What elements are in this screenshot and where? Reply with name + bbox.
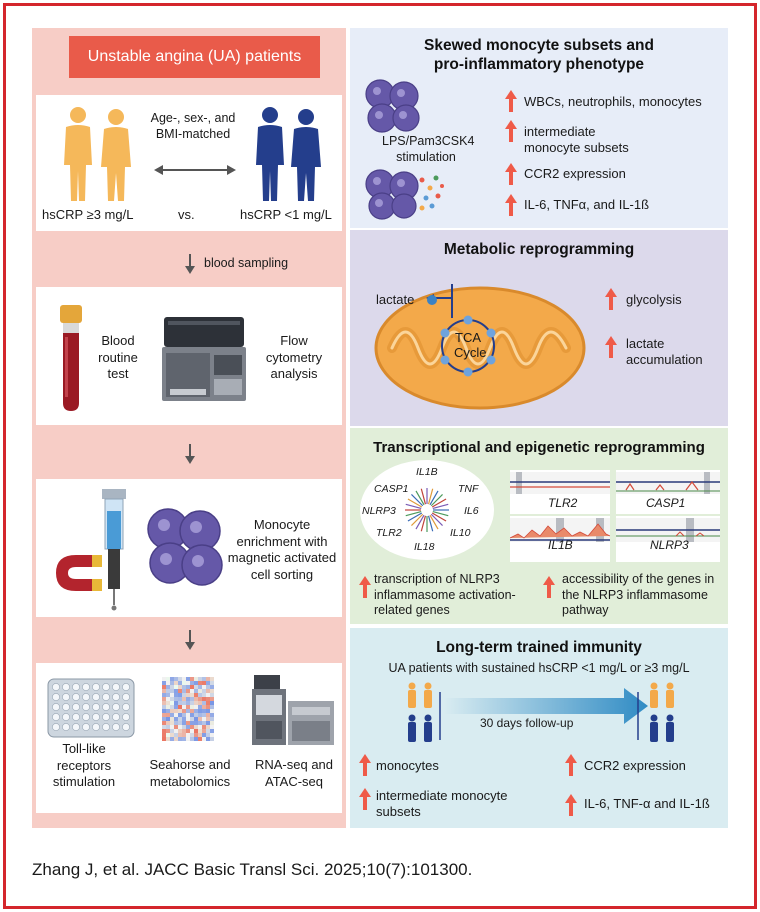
transcriptional-title: Transcriptional and epigenetic reprogram… [373,439,705,456]
trained-right-item-2: IL-6, TNF-α and IL-1ß [584,796,710,811]
gene-il1b: IL1B [416,466,438,478]
trained-right-item-1: CCR2 expression [584,758,686,773]
gene-tnf: TNF [458,483,479,495]
flow-cytometry-label: Flow cytometry analysis [265,333,323,381]
trained-immunity-subtitle: UA patients with sustained hsCRP <1 mg/L… [388,661,690,675]
gene-il10: IL10 [450,527,471,539]
blood-sampling-label: blood sampling [204,256,289,270]
matching-label: Age-, sex-, and BMI-matched [150,111,236,141]
increase-arrow-icon [358,754,372,776]
sequencing-label: RNA-seq and ATAC-seq [254,757,334,789]
low-crp-label: hsCRP <1 mg/L [240,207,332,222]
high-crp-patients-icon [64,107,131,201]
increase-arrow-icon [504,120,518,142]
followup-patients-right-icon [650,682,674,742]
metabolic-item-1: glycolysis [626,292,682,307]
trained-immunity-panel: Long-term trained immunity UA patients w… [350,628,728,828]
increase-arrow-icon [358,576,372,598]
skewed-monocytes-title: Skewed monocyte subsets and pro-inflamma… [424,37,654,73]
gene-tlr2: TLR2 [376,527,402,539]
increase-arrow-icon [604,336,618,358]
mitochondrion-icon [374,284,586,410]
followup-arrow-icon [439,688,648,740]
blood-routine-label: Blood routine test [98,333,138,381]
gene-il6: IL6 [464,505,479,517]
track-tlr2-box [510,470,610,514]
track-il1b-label: IL1B [548,538,573,552]
metabolic-title: Metabolic reprogramming [443,241,635,258]
ua-patients-header: Unstable angina (UA) patients [69,36,320,78]
versus-label: vs. [178,207,195,222]
heatmap-icon [162,677,214,741]
gene-casp1: CASP1 [374,483,409,495]
down-arrow-icon [184,444,196,464]
track-casp1-box [616,470,720,514]
enrichment-label: Monocyte enrichment with magnetic activa… [227,517,337,582]
accessibility-finding: accessibility of the genes in the NLRP3 … [562,572,715,617]
enrichment-card: Monocyte enrichment with magnetic activa… [36,479,342,617]
magnet-column-icon [56,489,126,611]
trained-left-item-2: intermediate monocyte subsets [376,788,508,819]
increase-arrow-icon [504,90,518,112]
increase-arrow-icon [358,788,372,810]
increase-arrow-icon [504,163,518,185]
increase-arrow-icon [564,754,578,776]
down-arrow-icon [184,630,196,650]
increase-arrow-icon [604,288,618,310]
well-plate-icon [47,678,135,738]
assays-card: Toll-like receptors stimulation Seahorse… [36,663,342,813]
flow-cytometer-icon [162,317,246,401]
transcription-finding: transcription of NLRP3 inflammasome acti… [374,572,516,617]
metabolic-panel: Metabolic reprogramming lactate TCA Cycl… [350,230,728,426]
gene-network-icon [360,460,494,560]
down-arrow-icon [184,254,196,274]
followup-label: 30 days follow-up [480,716,574,730]
sequencer-icon [252,675,334,745]
transcriptional-panel: Transcriptional and epigenetic reprogram… [350,428,728,624]
seahorse-label: Seahorse and metabolomics [149,757,231,789]
skewed-item-2: intermediate monocyte subsets [524,124,629,155]
track-nlrp3-label: NLRP3 [650,538,689,552]
gene-nlrp3: NLRP3 [362,505,396,517]
blood-tube-icon [60,305,82,411]
lactate-label: lactate [376,292,415,307]
skewed-item-1: WBCs, neutrophils, monocytes [524,94,702,109]
track-nlrp3-box [616,516,720,562]
skewed-item-3: CCR2 expression [524,166,626,181]
tests-card: Blood routine test Flow cytometry analys… [36,287,342,425]
gene-il18: IL18 [414,541,435,553]
trained-left-item-1: monocytes [376,758,439,773]
high-crp-label: hsCRP ≥3 mg/L [42,207,134,222]
matching-card: Age-, sex-, and BMI-matched hsCRP ≥3 mg/… [36,95,342,231]
increase-arrow-icon [504,194,518,216]
track-il1b-box [510,516,610,562]
stimulated-monocytes-icon [365,169,444,220]
enriched-monocytes-icon [147,508,223,586]
monocytes-icon [365,79,420,133]
double-arrow-icon [154,165,236,175]
stimulation-label: LPS/Pam3CSK4 stimulation [382,134,475,164]
skewed-monocytes-panel: Skewed monocyte subsets and pro-inflamma… [350,28,728,228]
increase-arrow-icon [564,794,578,816]
tlr-stimulation-label: Toll-like receptors stimulation [52,741,116,789]
track-casp1-label: CASP1 [646,496,686,510]
low-crp-patients-icon [256,107,321,201]
track-tlr2-label: TLR2 [548,496,578,510]
citation: Zhang J, et al. JACC Basic Transl Sci. 2… [32,860,473,879]
tca-cycle-label: TCA Cycle [454,330,487,360]
skewed-item-4: IL-6, TNFα, and IL-1ß [524,197,650,212]
increase-arrow-icon [542,576,556,598]
followup-patients-left-icon [408,682,432,742]
trained-immunity-title: Long-term trained immunity [436,639,642,656]
metabolic-item-2: lactate accumulation [626,336,703,367]
